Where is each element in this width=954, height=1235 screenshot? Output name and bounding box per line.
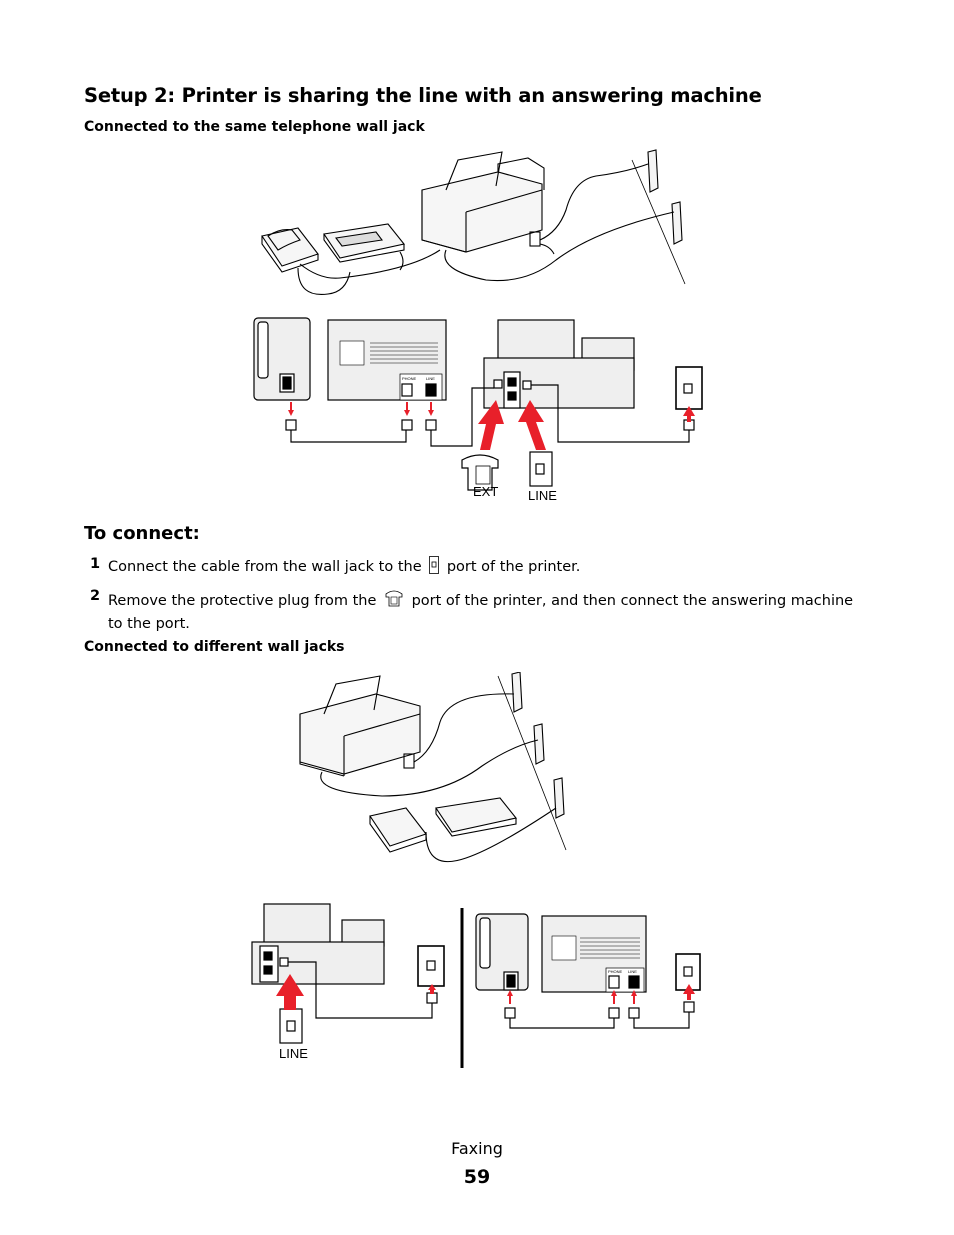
section-heading-different-jacks: Connected to different wall jacks xyxy=(84,639,345,655)
step-2: Remove the protective plug from the port… xyxy=(108,588,868,634)
port-line-label-2: LINE xyxy=(628,969,637,974)
port-phone-label: PHONE xyxy=(402,376,417,381)
port-phone-label-2: PHONE xyxy=(608,969,623,974)
step-number-1: 1 xyxy=(90,556,101,572)
line-label-2: LINE xyxy=(279,1046,308,1061)
section-heading-same-jack: Connected to the same telephone wall jac… xyxy=(84,119,425,135)
page-number: 59 xyxy=(463,1166,491,1188)
footer-section: Faxing xyxy=(451,1139,503,1158)
line-label: LINE xyxy=(528,488,557,503)
page-title: Setup 2: Printer is sharing the line wit… xyxy=(84,84,762,107)
to-connect-heading: To connect: xyxy=(84,523,200,544)
diagram-same-wall-jack: EXT LINE PHONE LINE xyxy=(253,149,703,503)
step-1: Connect the cable from the wall jack to … xyxy=(108,556,868,580)
phone-port-icon xyxy=(384,588,404,614)
port-line-label: LINE xyxy=(426,376,435,381)
ext-label: EXT xyxy=(473,484,498,499)
step-number-2: 2 xyxy=(90,588,101,604)
diagram-different-wall-jacks: LINE PHONE LINE xyxy=(251,672,701,1068)
line-port-icon xyxy=(429,556,440,580)
